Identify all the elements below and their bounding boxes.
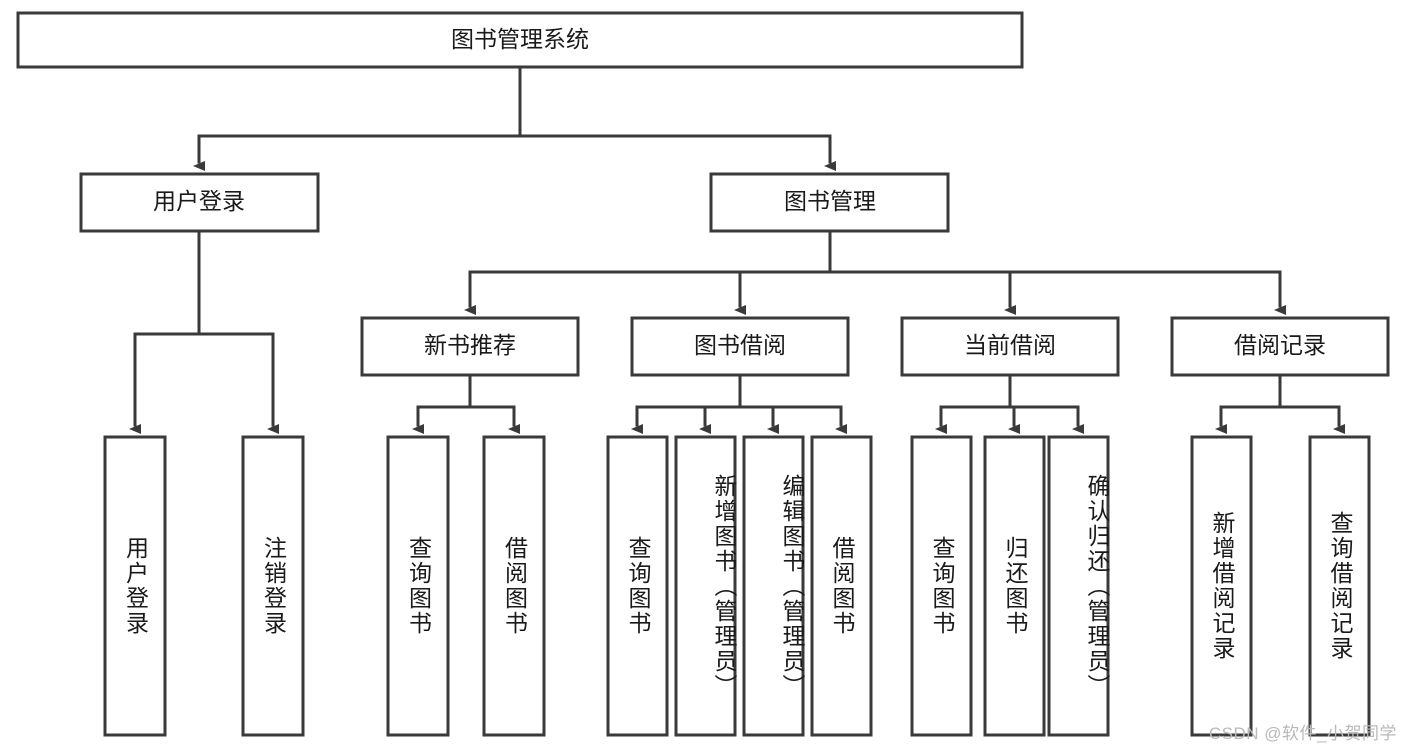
node-current-borrow[interactable]: 当前借阅 xyxy=(900,316,1120,377)
node-book-management-label: 图书管理 xyxy=(784,188,876,214)
node-book-borrow-box[interactable] xyxy=(630,316,850,377)
leaf-borrow-book-recommend-box[interactable] xyxy=(482,435,546,737)
leaf-box-layer xyxy=(103,435,1371,737)
node-root[interactable]: 图书管理系统 xyxy=(16,11,1024,69)
node-current-borrow-label: 当前借阅 xyxy=(964,332,1056,358)
node-new-book-recommend-box[interactable] xyxy=(360,316,580,377)
node-root-box[interactable] xyxy=(16,11,1024,69)
node-book-management-box[interactable] xyxy=(709,172,950,233)
node-borrow-records-box[interactable] xyxy=(1170,316,1390,377)
node-book-borrow[interactable]: 图书借阅 xyxy=(630,316,850,377)
leaf-borrow-book-box[interactable] xyxy=(810,435,873,737)
node-root-label: 图书管理系统 xyxy=(451,26,589,52)
node-borrow-records[interactable]: 借阅记录 xyxy=(1170,316,1390,377)
leaf-confirm-return-admin-box[interactable] xyxy=(1047,435,1110,737)
leaf-edit-book-admin-box[interactable] xyxy=(742,435,805,737)
leaf-logout-box[interactable] xyxy=(241,435,305,737)
leaf-query-book-recommend-box[interactable] xyxy=(386,435,450,737)
node-new-book-recommend[interactable]: 新书推荐 xyxy=(360,316,580,377)
node-current-borrow-box[interactable] xyxy=(900,316,1120,377)
node-new-book-recommend-label: 新书推荐 xyxy=(424,332,516,358)
node-book-management[interactable]: 图书管理 xyxy=(709,172,950,233)
leaf-query-borrow-record-box[interactable] xyxy=(1308,435,1371,737)
leaf-user-login-box[interactable] xyxy=(103,435,167,737)
leaf-return-book-box[interactable] xyxy=(983,435,1046,737)
node-user-login-box[interactable] xyxy=(79,172,320,233)
leaf-add-borrow-record-box[interactable] xyxy=(1190,435,1253,737)
leaf-query-book-borrow-box[interactable] xyxy=(606,435,669,737)
node-user-login-label: 用户登录 xyxy=(153,188,245,214)
leaf-query-book-current-box[interactable] xyxy=(910,435,973,737)
node-user-login[interactable]: 用户登录 xyxy=(79,172,320,233)
connector-layer xyxy=(129,65,1345,434)
watermark: CSDN @软件_小贺同学 xyxy=(1208,724,1397,743)
node-book-borrow-label: 图书借阅 xyxy=(694,332,786,358)
node-borrow-records-label: 借阅记录 xyxy=(1234,332,1326,358)
leaf-add-book-admin-box[interactable] xyxy=(674,435,737,737)
